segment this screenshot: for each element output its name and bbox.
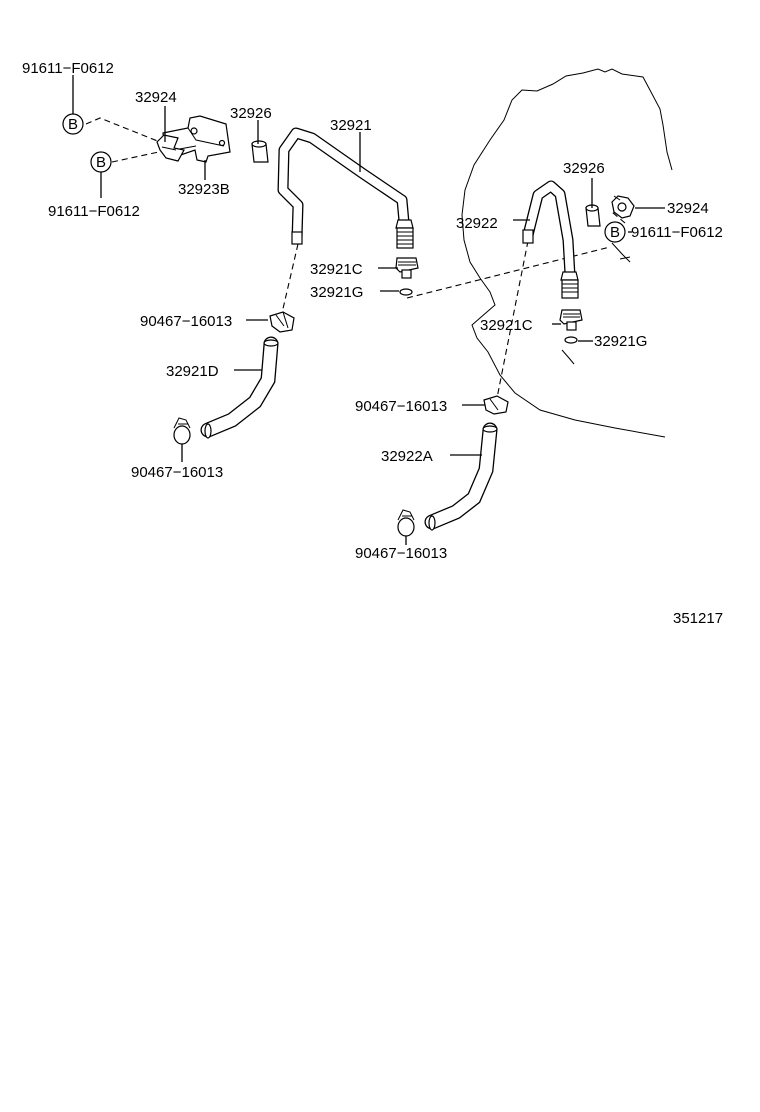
callout-b-mid-left: B [90, 151, 112, 173]
tube-32922 [522, 180, 579, 299]
svg-text:B: B [96, 154, 106, 171]
dashed-leaders [85, 117, 626, 399]
gasket-32921g-left [399, 288, 413, 296]
gasket-32921g-right [564, 336, 578, 344]
label-90467-16013-d: 90467−16013 [355, 545, 447, 562]
label-32921d: 32921D [166, 363, 219, 380]
hose-32922a [424, 422, 498, 531]
sleeve-32926-right [585, 204, 601, 227]
diagram-number: 351217 [673, 610, 723, 627]
label-91611-f0612-right: 91611−F0612 [631, 224, 723, 241]
tube-32921 [277, 127, 414, 249]
label-32922a: 32922A [381, 448, 433, 465]
label-32924-right: 32924 [667, 200, 709, 217]
label-32921g-left: 32921G [310, 284, 363, 301]
label-32921c-left: 32921C [310, 261, 363, 278]
leader-lines [72, 75, 665, 545]
svg-text:B: B [68, 116, 78, 133]
label-32924-left: 32924 [135, 89, 177, 106]
label-90467-16013-b: 90467−16013 [355, 398, 447, 415]
label-32922: 32922 [456, 215, 498, 232]
union-32921c-right [559, 309, 583, 331]
callout-b-top-left: B [62, 113, 84, 135]
hose-32921d [200, 336, 279, 439]
label-32921g-right: 32921G [594, 333, 647, 350]
label-90467-16013-a: 90467−16013 [140, 313, 232, 330]
label-32923b: 32923B [178, 181, 230, 198]
clip-90467-right-upper [483, 395, 509, 415]
clamp-32924-right [611, 195, 635, 219]
label-91611-f0612-top-left: 91611−F0612 [22, 60, 114, 77]
svg-text:B: B [610, 224, 620, 241]
sleeve-32926-left [251, 140, 269, 163]
callout-b-right: B [604, 221, 626, 243]
clip-90467-left-upper [269, 311, 295, 333]
clip-90467-right-lower [397, 509, 415, 537]
label-91611-f0612-mid-left: 91611−F0612 [48, 203, 140, 220]
label-32926-left: 32926 [230, 105, 272, 122]
clamp-32924-left [156, 134, 185, 162]
label-32921c-right: 32921C [480, 317, 533, 334]
transmission-housing-outline [461, 68, 673, 438]
label-32921: 32921 [330, 117, 372, 134]
label-90467-16013-c: 90467−16013 [131, 464, 223, 481]
union-32921c-left [395, 257, 419, 279]
clip-90467-left-lower [173, 417, 191, 445]
label-32926-right: 32926 [563, 160, 605, 177]
